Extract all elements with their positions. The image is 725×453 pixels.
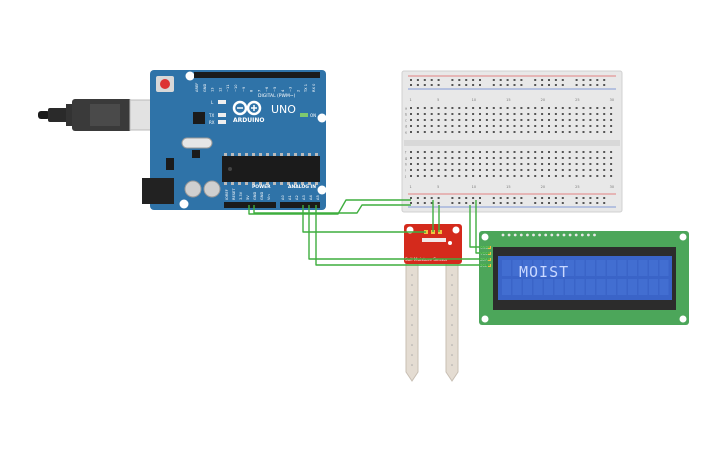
breadboard-row-letter: f [405, 151, 407, 155]
breadboard-row-letter: h [405, 163, 407, 167]
breadboard-column-number: 20 [541, 98, 545, 102]
pin-label: GND [260, 192, 264, 200]
pin-label: 4 [281, 89, 285, 92]
breadboard-row-letter: d [405, 125, 407, 129]
pin-label: ~5 [273, 87, 277, 92]
soil-moisture-sensor[interactable]: Soil Moisture Sensor [404, 224, 462, 382]
pin-label: Vin [267, 194, 271, 200]
breadboard-row-letter: e [405, 131, 407, 135]
breadboard-column-number: 20 [541, 185, 545, 189]
pin-label: 8 [250, 89, 254, 92]
model-label: UNO [271, 103, 296, 116]
breadboard-row-letter: b [405, 113, 408, 117]
breadboard-column-number: 30 [610, 98, 614, 102]
pin-label: A4 [309, 195, 313, 200]
breadboard-row-letter: a [405, 107, 407, 111]
breadboard-column-number: 30 [610, 185, 614, 189]
wires [248, 199, 490, 266]
led-l [218, 100, 226, 104]
breadboard-column-number: 25 [575, 98, 579, 102]
pin-label: A2 [295, 195, 299, 200]
breadboard-column-number: 1 [410, 98, 412, 102]
pin-label: A1 [288, 195, 292, 200]
breadboard-column-number: 5 [437, 98, 439, 102]
arduino-uno-board[interactable]: L TX RX ON ARDUINO UNO DIGITAL (PWM~) AR… [142, 70, 327, 210]
atmega-chip [222, 156, 320, 182]
pin-label: ~6 [265, 86, 269, 92]
tx-label: TX [208, 113, 214, 118]
pin-label: ~10 [234, 84, 238, 92]
pin-label: RX 0 [312, 83, 316, 92]
power-label: POWER [252, 184, 271, 190]
breadboard-row-letter: c [405, 119, 407, 123]
breadboard-column-number: 5 [437, 185, 439, 189]
breadboard-column-number: 10 [472, 98, 476, 102]
pin-label: RESET [232, 188, 236, 200]
pin-label: GND [253, 192, 257, 200]
breadboard-row-letter: g [405, 157, 407, 161]
mounting-hole [679, 233, 687, 241]
breadboard-column-number: 1 [410, 185, 412, 189]
breadboard-column-number: 15 [506, 98, 510, 102]
mounting-hole [185, 71, 195, 81]
wire-a0[interactable] [302, 205, 426, 233]
pin-label: 3.3V [239, 191, 243, 200]
analog-label: ANALOG IN [288, 184, 316, 190]
power-jack [142, 178, 174, 204]
pin-label: 2 [296, 90, 300, 92]
pin-label: 12 [218, 87, 222, 92]
brand-label: ARDUINO [233, 117, 264, 124]
pin-label: ~3 [289, 87, 293, 92]
wire-5v[interactable] [248, 199, 411, 215]
mounting-hole [481, 233, 489, 241]
pin-label: TX 1 [304, 84, 308, 93]
capacitor [184, 180, 202, 198]
pin-label: AREF [195, 83, 199, 92]
digital-header-label: DIGITAL (PWM~) [258, 93, 296, 99]
pin-label: A0 [281, 195, 285, 200]
mounting-hole [317, 113, 327, 123]
led-on [300, 113, 308, 117]
led-rx [218, 120, 226, 124]
on-label: ON [310, 113, 316, 118]
l-label: L [211, 100, 214, 105]
breadboard-row-letter: i [405, 169, 406, 173]
mounting-hole [452, 226, 460, 234]
pin-label: 13 [211, 87, 215, 92]
power-pin-header [224, 202, 276, 208]
crystal [181, 137, 213, 149]
capacitor [203, 180, 221, 198]
breadboard-column-number: 15 [506, 185, 510, 189]
pin-label: 5V [246, 195, 250, 200]
breadboard-row-letter: j [404, 175, 406, 179]
lcd-text: MOIST [519, 263, 569, 281]
analog-pin-header [280, 202, 320, 208]
rx-label: RX [209, 120, 215, 125]
pin-label: A3 [302, 195, 306, 200]
pin-label: 7 [257, 90, 261, 92]
pin-label: GND [203, 84, 207, 92]
wire-lcd-gnd[interactable] [469, 205, 490, 248]
pin-label: A5 [316, 195, 320, 200]
breadboard-column-number: 10 [472, 185, 476, 189]
mounting-hole [679, 315, 687, 323]
pin-label: ~11 [226, 84, 230, 92]
wire-lcd-vcc[interactable] [475, 200, 490, 254]
digital-pin-header [194, 72, 320, 78]
wire-gnd[interactable] [253, 204, 411, 214]
mounting-hole [179, 199, 189, 209]
wire-a5-scl[interactable] [315, 205, 490, 266]
led-tx [218, 113, 226, 117]
wire-a4-sda[interactable] [308, 205, 490, 260]
mounting-hole [481, 315, 489, 323]
arduino-logo-icon [232, 100, 262, 116]
breadboard-column-number: 25 [575, 185, 579, 189]
pin-label: IOREF [225, 189, 229, 200]
mounting-hole [317, 185, 327, 195]
reset-button-cap[interactable] [160, 79, 170, 89]
sensor-pin [438, 230, 442, 234]
pin-label: ~9 [242, 86, 246, 92]
